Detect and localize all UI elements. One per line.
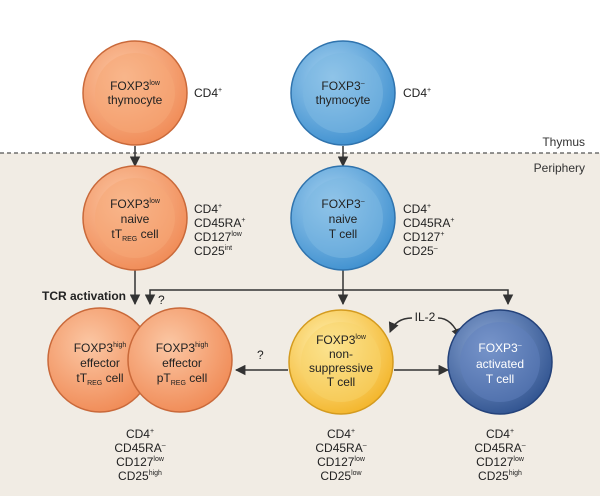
effector-ptreg-cell: FOXP3high effector pTREG cell: [127, 307, 233, 413]
nonsuppressive-tcell-cell: FOXP3low non- suppressive T cell: [288, 309, 394, 415]
foxp3low-thymocyte-cell: FOXP3low thymocyte: [82, 40, 188, 146]
svg-text:CD45RA+: CD45RA+: [403, 216, 454, 230]
svg-text:effector: effector: [162, 356, 202, 370]
svg-text:naive: naive: [329, 212, 358, 226]
svg-text:naive: naive: [121, 212, 150, 226]
svg-text:CD25high: CD25high: [478, 469, 522, 483]
svg-text:T cell: T cell: [329, 227, 357, 241]
arrow-branch-top: [144, 289, 514, 306]
svg-text:CD4+: CD4+: [327, 427, 355, 441]
foxp3neg-thymocyte-cell: FOXP3– thymocyte: [290, 40, 396, 146]
svg-text:T cell: T cell: [486, 372, 514, 386]
svg-text:activated: activated: [476, 357, 524, 371]
markers-naive-tcell: CD4+ CD45RA+ CD127+ CD25–: [403, 202, 454, 258]
svg-text:CD127low: CD127low: [317, 455, 366, 469]
activated-tcell-cell: FOXP3– activated T cell: [447, 309, 553, 415]
svg-text:thymocyte: thymocyte: [108, 93, 163, 107]
arrow-il2-to-nonsuppressive: [388, 317, 413, 333]
svg-text:CD4+: CD4+: [486, 427, 514, 441]
svg-text:CD25low: CD25low: [320, 469, 362, 483]
svg-text:pTREG cell: pTREG cell: [157, 371, 208, 387]
svg-text:CD25–: CD25–: [403, 244, 438, 258]
svg-text:CD127low: CD127low: [194, 230, 243, 244]
svg-text:suppressive: suppressive: [309, 361, 373, 375]
markers-activated: CD4+ CD45RA– CD127low CD25high: [474, 427, 525, 483]
markers-naive-ttreg: CD4+ CD45RA+ CD127low CD25int: [194, 202, 245, 258]
svg-text:non-: non-: [329, 347, 353, 361]
effector-ttreg-cell: FOXP3high effector tTREG cell: [47, 307, 153, 413]
svg-text:T cell: T cell: [327, 375, 355, 389]
svg-text:tTREG cell: tTREG cell: [111, 227, 158, 243]
svg-text:CD127+: CD127+: [403, 230, 444, 244]
svg-text:CD4+: CD4+: [194, 86, 222, 100]
markers-thymocyte-neg: CD4+: [403, 86, 431, 100]
question-mark-top: ?: [158, 293, 165, 307]
svg-text:CD25int: CD25int: [194, 244, 232, 258]
svg-text:CD4+: CD4+: [403, 202, 431, 216]
tcr-activation-label: TCR activation: [42, 289, 126, 303]
svg-text:CD127low: CD127low: [476, 455, 525, 469]
naive-ttreg-cell: FOXP3low naive tTREG cell: [82, 165, 188, 271]
naive-tcell-cell: FOXP3– naive T cell: [290, 165, 396, 271]
svg-text:FOXP3–: FOXP3–: [321, 79, 364, 93]
il2-label: IL-2: [415, 310, 436, 324]
svg-text:FOXP3–: FOXP3–: [478, 341, 521, 355]
periphery-label: Periphery: [534, 161, 585, 175]
svg-text:FOXP3low: FOXP3low: [110, 197, 161, 211]
svg-text:tTREG cell: tTREG cell: [76, 371, 123, 387]
markers-nonsuppressive: CD4+ CD45RA– CD127low CD25low: [315, 427, 366, 483]
markers-effector: CD4+ CD45RA– CD127low CD25high: [114, 427, 165, 483]
svg-text:CD4+: CD4+: [403, 86, 431, 100]
svg-text:FOXP3low: FOXP3low: [110, 79, 161, 93]
svg-text:CD25high: CD25high: [118, 469, 162, 483]
svg-text:FOXP3high: FOXP3high: [156, 341, 209, 355]
svg-text:CD45RA–: CD45RA–: [315, 441, 366, 455]
svg-text:FOXP3low: FOXP3low: [316, 333, 367, 347]
svg-text:CD4+: CD4+: [194, 202, 222, 216]
svg-text:CD45RA–: CD45RA–: [474, 441, 525, 455]
svg-text:CD45RA–: CD45RA–: [114, 441, 165, 455]
svg-text:effector: effector: [80, 356, 120, 370]
svg-text:CD45RA+: CD45RA+: [194, 216, 245, 230]
markers-thymocyte-low: CD4+: [194, 86, 222, 100]
svg-text:thymocyte: thymocyte: [316, 93, 371, 107]
svg-text:CD127low: CD127low: [116, 455, 165, 469]
svg-text:CD4+: CD4+: [126, 427, 154, 441]
svg-text:FOXP3–: FOXP3–: [321, 197, 364, 211]
svg-text:FOXP3high: FOXP3high: [74, 341, 127, 355]
question-mark-mid: ?: [257, 348, 264, 362]
thymus-label: Thymus: [542, 135, 585, 149]
